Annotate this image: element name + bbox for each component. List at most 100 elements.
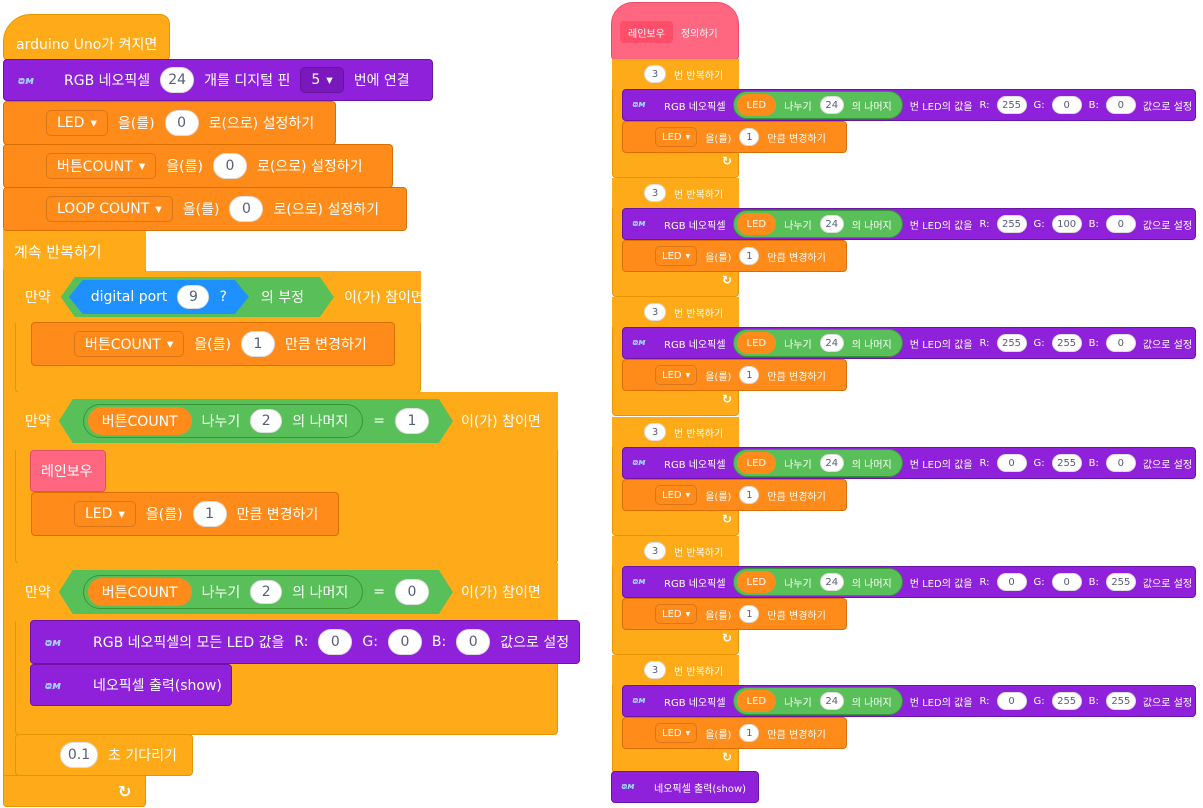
- mod-operator[interactable]: LED 나누기 24 의 나머지: [732, 210, 903, 238]
- not-operator[interactable]: digital port 9 ? 의 부정: [61, 277, 334, 317]
- divisor-input[interactable]: 2: [250, 409, 282, 433]
- button-count-reporter[interactable]: 버튼COUNT: [88, 407, 192, 435]
- change-led-block[interactable]: LED ▼ 을(를) 1 만큼 변경하기: [622, 479, 847, 511]
- change-value-input[interactable]: 1: [240, 331, 275, 357]
- var-dropdown[interactable]: LED ▼: [655, 604, 698, 624]
- set-led-block[interactable]: LED ▼ 을(를) 0 로(으로) 설정하기: [3, 101, 336, 145]
- b-input[interactable]: 255: [1105, 692, 1136, 710]
- r-input[interactable]: 255: [996, 96, 1027, 114]
- set-pixel-color-block[interactable]: ᴓᴍ RGB 네오픽셀 LED 나누기 24 의 나머지 번 LED의 값을 R…: [622, 447, 1196, 479]
- r-input[interactable]: 255: [996, 334, 1027, 352]
- divisor-input[interactable]: 24: [819, 96, 844, 114]
- rainbow-call-block[interactable]: 레인보우: [30, 450, 106, 492]
- digital-port-sensor[interactable]: digital port 9 ?: [69, 280, 249, 314]
- change-led-block[interactable]: LED ▼ 을(를) 1 만큼 변경하기: [622, 240, 847, 272]
- b-input[interactable]: 0: [1105, 96, 1136, 114]
- define-rainbow-hat[interactable]: 레인보우 정의하기: [611, 2, 739, 60]
- change-led-block[interactable]: LED ▼ 을(를) 1 만큼 변경하기: [622, 598, 847, 630]
- g-input[interactable]: 255: [1051, 692, 1082, 710]
- change-led-block[interactable]: LED ▼ 을(를) 1 만큼 변경하기: [31, 492, 339, 536]
- var-dropdown[interactable]: LED ▼: [655, 246, 698, 266]
- port-number-input[interactable]: 9: [177, 285, 209, 309]
- g-input[interactable]: 0: [1051, 96, 1082, 114]
- equals-operator[interactable]: 버튼COUNT 나누기 2 의 나머지 = 1: [59, 399, 453, 443]
- r-input[interactable]: 255: [996, 215, 1027, 233]
- neopixel-show-block[interactable]: ᴓᴍ 네오픽셀 출력(show): [30, 664, 232, 706]
- b-input[interactable]: 0: [456, 629, 491, 655]
- set-pixel-color-block[interactable]: ᴓᴍ RGB 네오픽셀 LED 나누기 24 의 나머지 번 LED의 값을 R…: [622, 327, 1196, 359]
- rhs-input[interactable]: 1: [395, 408, 429, 434]
- var-dropdown[interactable]: 버튼COUNT ▼: [74, 331, 185, 357]
- g-input[interactable]: 100: [1051, 215, 1082, 233]
- change-value-input[interactable]: 1: [192, 501, 227, 527]
- var-dropdown-led[interactable]: LED ▼: [46, 110, 108, 136]
- b-input[interactable]: 0: [1105, 334, 1136, 352]
- equals-operator[interactable]: 버튼COUNT 나누기 2 의 나머지 = 0: [59, 570, 453, 614]
- var-dropdown[interactable]: LED ▼: [655, 127, 698, 147]
- var-dropdown-loop-count[interactable]: LOOP COUNT ▼: [46, 196, 173, 222]
- g-input[interactable]: 255: [1051, 334, 1082, 352]
- set-pixel-color-block[interactable]: ᴓᴍ RGB 네오픽셀 LED 나누기 24 의 나머지 번 LED의 값을 R…: [622, 685, 1196, 717]
- mod-operator[interactable]: LED 나누기 24 의 나머지: [732, 449, 903, 477]
- set-pixel-color-block[interactable]: ᴓᴍ RGB 네오픽셀 LED 나누기 24 의 나머지 번 LED의 값을 R…: [622, 208, 1196, 240]
- repeat-times-input[interactable]: 3: [644, 303, 666, 321]
- led-reporter[interactable]: LED: [736, 332, 777, 354]
- change-value-input[interactable]: 1: [739, 486, 760, 504]
- led-reporter[interactable]: LED: [736, 94, 777, 116]
- change-value-input[interactable]: 1: [739, 247, 760, 265]
- change-button-count-block[interactable]: 버튼COUNT ▼ 을(를) 1 만큼 변경하기: [31, 322, 395, 366]
- mod-operator[interactable]: LED 나누기 24 의 나머지: [732, 568, 903, 596]
- led-reporter[interactable]: LED: [736, 213, 777, 235]
- rhs-input[interactable]: 0: [395, 579, 429, 605]
- change-led-block[interactable]: LED ▼ 을(를) 1 만큼 변경하기: [622, 359, 847, 391]
- b-input[interactable]: 0: [1105, 454, 1136, 472]
- change-led-block[interactable]: LED ▼ 을(를) 1 만큼 변경하기: [622, 717, 847, 749]
- change-value-input[interactable]: 1: [739, 605, 760, 623]
- when-arduino-starts-hat[interactable]: arduino Uno가 켜지면: [3, 14, 170, 60]
- divisor-input[interactable]: 2: [250, 580, 282, 604]
- divisor-input[interactable]: 24: [819, 334, 844, 352]
- r-input[interactable]: 0: [996, 573, 1027, 591]
- pin-dropdown[interactable]: 5 ▼: [300, 67, 344, 93]
- button-count-reporter[interactable]: 버튼COUNT: [88, 578, 192, 606]
- mod-operator[interactable]: 버튼COUNT 나누기 2 의 나머지: [83, 404, 363, 438]
- wait-block[interactable]: 0.1 초 기다리기: [15, 734, 193, 776]
- mod-operator[interactable]: LED 나누기 24 의 나머지: [732, 329, 903, 357]
- var-dropdown[interactable]: LED ▼: [74, 501, 136, 527]
- mod-operator[interactable]: LED 나누기 24 의 나머지: [732, 91, 903, 119]
- g-input[interactable]: 255: [1051, 454, 1082, 472]
- r-input[interactable]: 0: [996, 692, 1027, 710]
- set-value-input[interactable]: 0: [212, 153, 247, 179]
- divisor-input[interactable]: 24: [819, 573, 844, 591]
- var-dropdown[interactable]: LED ▼: [655, 485, 698, 505]
- divisor-input[interactable]: 24: [819, 454, 844, 472]
- led-reporter[interactable]: LED: [736, 571, 777, 593]
- repeat-times-input[interactable]: 3: [644, 661, 666, 679]
- r-input[interactable]: 0: [318, 629, 353, 655]
- change-value-input[interactable]: 1: [739, 128, 760, 146]
- divisor-input[interactable]: 24: [819, 215, 844, 233]
- set-value-input[interactable]: 0: [229, 196, 264, 222]
- var-dropdown[interactable]: LED ▼: [655, 365, 698, 385]
- led-reporter[interactable]: LED: [736, 690, 777, 712]
- pixel-count-input[interactable]: 24: [160, 67, 195, 93]
- mod-operator[interactable]: LED 나누기 24 의 나머지: [732, 687, 903, 715]
- r-input[interactable]: 0: [996, 454, 1027, 472]
- repeat-times-input[interactable]: 3: [644, 184, 666, 202]
- set-button-count-block[interactable]: 버튼COUNT ▼ 을(를) 0 로(으로) 설정하기: [3, 144, 393, 188]
- g-input[interactable]: 0: [387, 629, 422, 655]
- var-dropdown-button-count[interactable]: 버튼COUNT ▼: [46, 153, 157, 179]
- b-input[interactable]: 0: [1105, 215, 1136, 233]
- neopixel-show-block[interactable]: ᴓᴍ 네오픽셀 출력(show): [611, 771, 759, 803]
- set-pixel-color-block[interactable]: ᴓᴍ RGB 네오픽셀 LED 나누기 24 의 나머지 번 LED의 값을 R…: [622, 89, 1196, 121]
- var-dropdown[interactable]: LED ▼: [655, 723, 698, 743]
- change-led-block[interactable]: LED ▼ 을(를) 1 만큼 변경하기: [622, 121, 847, 153]
- repeat-times-input[interactable]: 3: [644, 542, 666, 560]
- b-input[interactable]: 255: [1105, 573, 1136, 591]
- change-value-input[interactable]: 1: [739, 724, 760, 742]
- mod-operator[interactable]: 버튼COUNT 나누기 2 의 나머지: [83, 575, 363, 609]
- repeat-times-input[interactable]: 3: [644, 65, 666, 83]
- neopixel-connect-block[interactable]: ᴓᴍ RGB 네오픽셀 24 개를 디지털 핀 5 ▼ 번에 연결: [3, 59, 433, 101]
- wait-seconds-input[interactable]: 0.1: [60, 742, 98, 768]
- change-value-input[interactable]: 1: [739, 366, 760, 384]
